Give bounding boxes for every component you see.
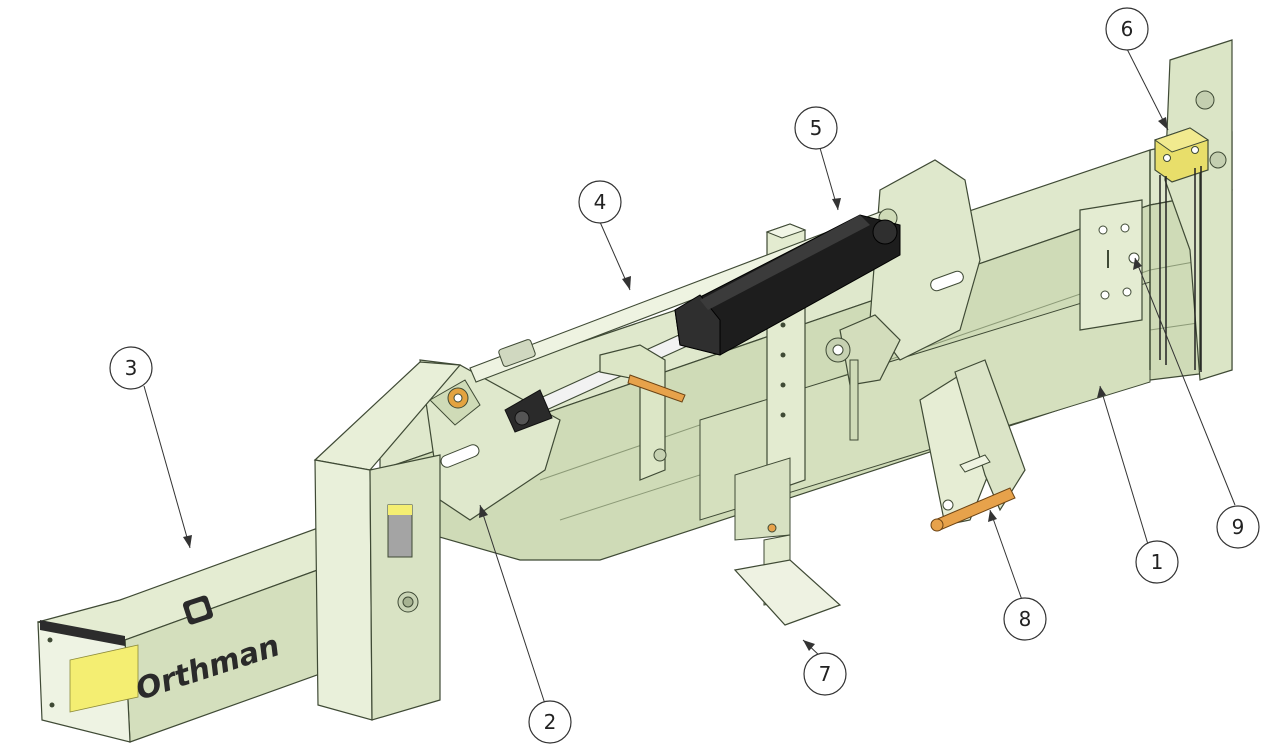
arrowheads	[183, 117, 1168, 651]
end-plate	[1164, 39, 1233, 381]
clamp-bracket	[599, 344, 686, 481]
svg-text:1: 1	[1151, 550, 1164, 574]
valve-block	[1153, 127, 1210, 372]
logo-badge	[182, 595, 214, 625]
hanger-bracket	[919, 359, 1026, 532]
callout-6: 6	[1105, 7, 1149, 51]
callout-5: 5	[794, 106, 838, 150]
mount-bracket	[1079, 199, 1143, 331]
decal-stripe	[69, 644, 139, 713]
front-mast	[313, 359, 561, 721]
callout-8: 8	[1003, 597, 1047, 641]
svg-text:9: 9	[1232, 515, 1245, 539]
svg-text:6: 6	[1121, 17, 1134, 41]
svg-text:8: 8	[1019, 607, 1032, 631]
callout-7: 7	[803, 652, 847, 696]
callout-3: 3	[109, 346, 153, 390]
svg-text:4: 4	[594, 190, 607, 214]
svg-text:5: 5	[810, 116, 823, 140]
pivot-plates	[825, 159, 981, 441]
callout-2: 2	[528, 700, 572, 744]
svg-text:7: 7	[819, 662, 832, 686]
callout-9: 9	[1216, 505, 1260, 549]
hitch-tongue: Orthman	[37, 519, 346, 743]
svg-text:2: 2	[544, 710, 557, 734]
callout-1: 1	[1135, 540, 1179, 584]
callout-4: 4	[578, 180, 622, 224]
svg-text:3: 3	[125, 356, 138, 380]
callouts: 1 2 3 4 5 6 7 8	[109, 7, 1260, 744]
